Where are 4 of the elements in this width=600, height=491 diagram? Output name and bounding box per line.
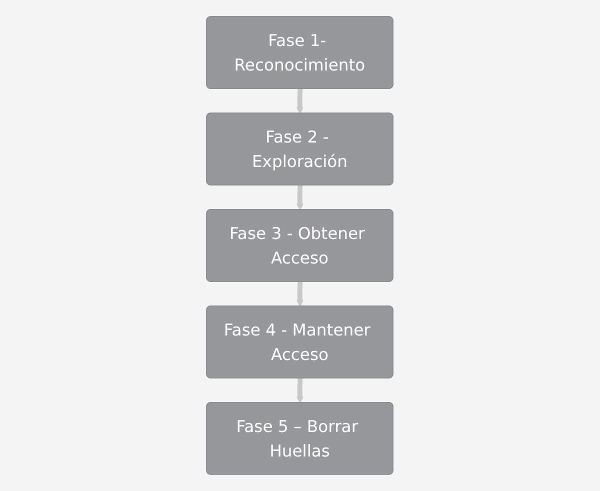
arrow <box>296 185 304 210</box>
arrow <box>296 378 304 404</box>
arrow <box>296 282 304 307</box>
arrow <box>296 88 304 114</box>
